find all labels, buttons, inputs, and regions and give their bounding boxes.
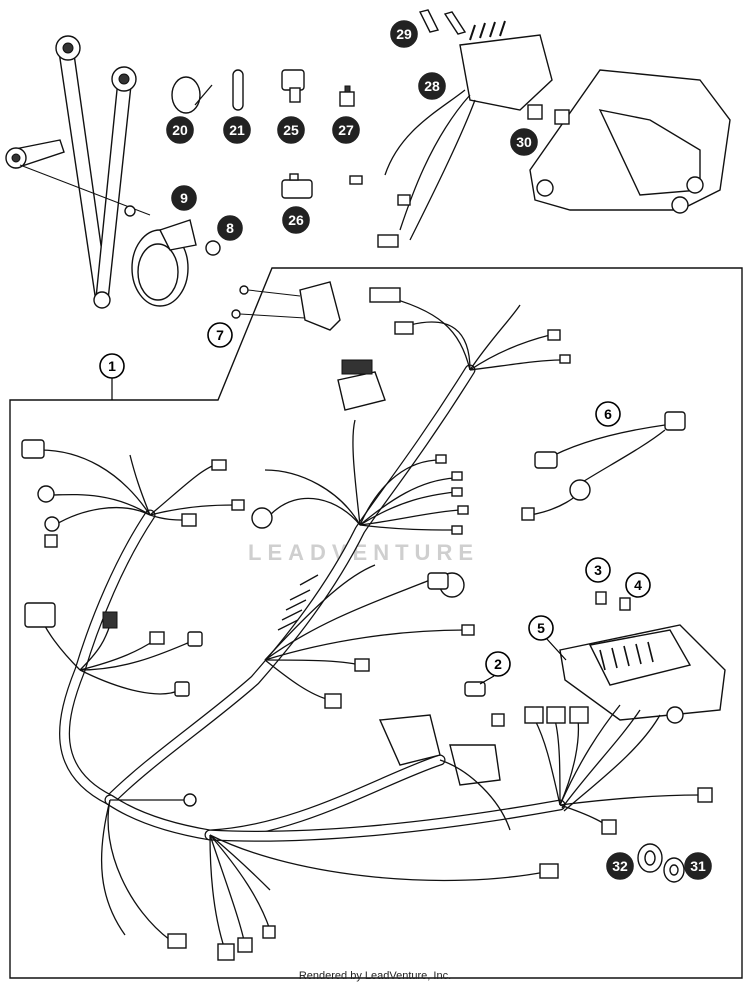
callout-9: 9 bbox=[171, 185, 197, 211]
svg-text:30: 30 bbox=[516, 134, 532, 150]
footer-credit: Rendered by LeadVenture, Inc. bbox=[298, 970, 452, 982]
svg-text:7: 7 bbox=[216, 327, 224, 343]
grommet-31 bbox=[663, 857, 685, 883]
branch-wires-lower bbox=[100, 793, 559, 961]
svg-text:31: 31 bbox=[690, 858, 706, 874]
harness-frame bbox=[9, 267, 743, 979]
branch-wires-top bbox=[369, 287, 571, 371]
svg-text:6: 6 bbox=[604, 406, 612, 422]
connector-25 bbox=[281, 69, 305, 103]
callout-8: 8 bbox=[217, 215, 243, 241]
svg-text:29: 29 bbox=[396, 26, 412, 42]
connector-26 bbox=[281, 173, 313, 199]
svg-text:25: 25 bbox=[283, 122, 299, 138]
svg-text:26: 26 bbox=[288, 212, 304, 228]
bracket-7 bbox=[231, 281, 341, 331]
callout-30: 30 bbox=[510, 128, 538, 156]
branch-wires-upper-left bbox=[21, 439, 245, 548]
svg-text:2: 2 bbox=[494, 656, 502, 672]
callout-4: 4 bbox=[625, 572, 651, 598]
callout-20: 20 bbox=[166, 116, 194, 144]
horn-bracket bbox=[5, 35, 151, 309]
fuse-4 bbox=[619, 597, 631, 611]
svg-text:8: 8 bbox=[226, 220, 234, 236]
regulator-28 bbox=[349, 20, 553, 248]
svg-text:4: 4 bbox=[634, 577, 642, 593]
callout-3: 3 bbox=[585, 557, 611, 583]
svg-text:1: 1 bbox=[108, 358, 116, 374]
cable-tie-20 bbox=[171, 76, 213, 114]
mount-bracket-30 bbox=[527, 69, 731, 214]
fuse-3 bbox=[595, 591, 607, 605]
callout-6: 6 bbox=[595, 401, 621, 427]
callout-1: 1 bbox=[99, 353, 125, 400]
callout-7: 7 bbox=[207, 322, 233, 348]
connector-27 bbox=[339, 85, 355, 107]
connector-plugs bbox=[378, 681, 511, 831]
callout-27: 27 bbox=[332, 116, 360, 144]
callout-5: 5 bbox=[528, 615, 567, 661]
branch-wires-left-mid bbox=[24, 602, 203, 697]
callout-29: 29 bbox=[390, 20, 418, 48]
callout-26: 26 bbox=[282, 206, 310, 234]
harness-trunk bbox=[59, 364, 566, 842]
callout-2: 2 bbox=[479, 651, 511, 685]
callout-21: 21 bbox=[223, 116, 251, 144]
clip-21 bbox=[232, 69, 244, 111]
grommet-32 bbox=[637, 843, 663, 873]
svg-text:28: 28 bbox=[424, 78, 440, 94]
branch-wires-upper-center bbox=[251, 359, 469, 535]
svg-text:3: 3 bbox=[594, 562, 602, 578]
watermark: LEADVENTURE bbox=[248, 540, 479, 565]
callout-32: 32 bbox=[606, 852, 634, 880]
callout-28: 28 bbox=[418, 72, 446, 100]
svg-text:32: 32 bbox=[612, 858, 628, 874]
sub-harness-6 bbox=[521, 411, 686, 521]
callout-31: 31 bbox=[684, 852, 712, 880]
svg-text:21: 21 bbox=[229, 122, 245, 138]
svg-text:5: 5 bbox=[537, 620, 545, 636]
bolts-29 bbox=[418, 9, 467, 35]
fuse-box-5 bbox=[524, 624, 726, 835]
svg-text:9: 9 bbox=[180, 190, 188, 206]
callout-25: 25 bbox=[277, 116, 305, 144]
svg-text:20: 20 bbox=[172, 122, 188, 138]
branch-wires-center bbox=[264, 564, 475, 709]
svg-text:27: 27 bbox=[338, 122, 354, 138]
horn bbox=[124, 205, 221, 307]
